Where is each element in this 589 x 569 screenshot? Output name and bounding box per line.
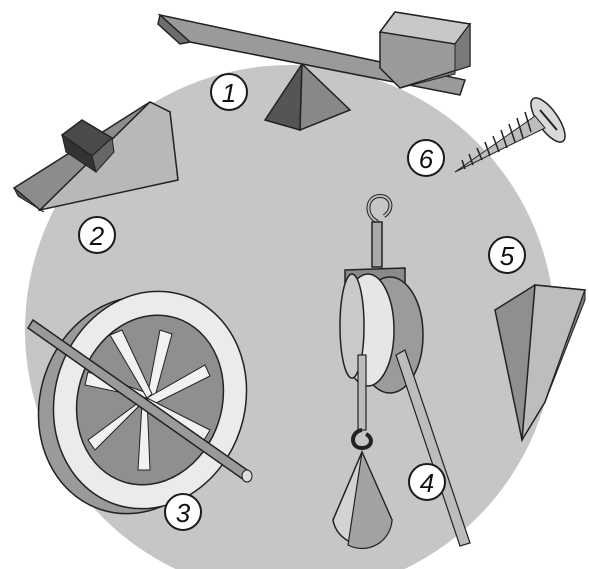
label-5: 5 bbox=[489, 237, 525, 273]
screw-illustration bbox=[455, 93, 571, 172]
svg-text:6: 6 bbox=[419, 144, 434, 174]
svg-text:5: 5 bbox=[500, 241, 515, 271]
label-6: 6 bbox=[408, 140, 444, 176]
label-3: 3 bbox=[165, 494, 201, 530]
label-2: 2 bbox=[79, 217, 115, 253]
label-1: 1 bbox=[211, 74, 247, 110]
svg-text:1: 1 bbox=[222, 78, 236, 108]
label-4: 4 bbox=[409, 464, 445, 500]
svg-text:4: 4 bbox=[420, 468, 434, 498]
svg-text:3: 3 bbox=[176, 498, 191, 528]
svg-text:2: 2 bbox=[89, 221, 105, 251]
